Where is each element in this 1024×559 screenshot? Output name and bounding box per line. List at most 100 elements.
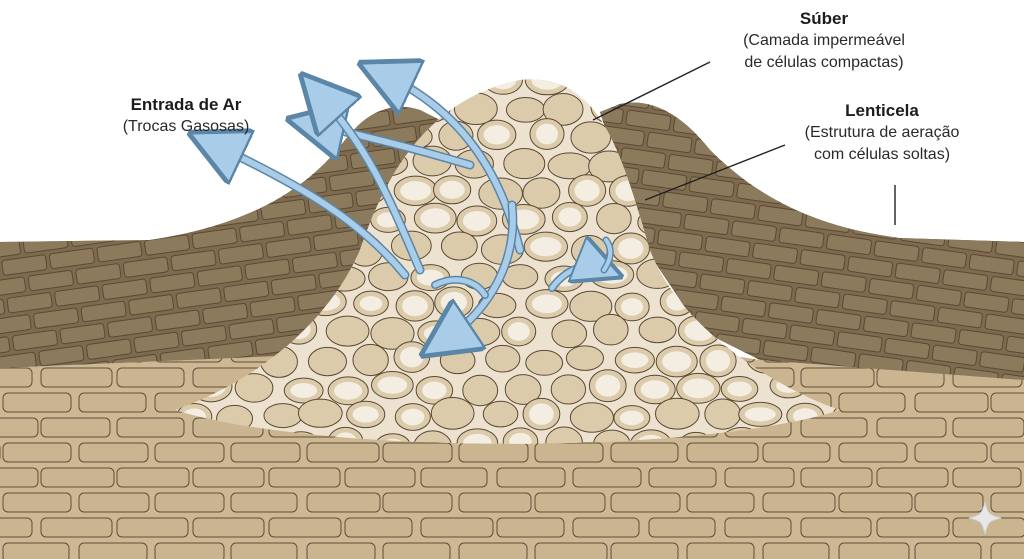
loose-cell-lumen bbox=[402, 295, 428, 317]
base-cell bbox=[230, 492, 298, 513]
cork-cell bbox=[894, 262, 941, 284]
base-cell bbox=[534, 542, 608, 559]
cork-cell bbox=[233, 183, 280, 205]
loose-cell bbox=[724, 94, 761, 123]
loose-cell bbox=[738, 401, 783, 427]
cork-cell bbox=[48, 247, 95, 270]
cork-cell bbox=[926, 209, 973, 231]
cork-cell bbox=[0, 314, 32, 336]
loose-cell bbox=[477, 119, 517, 151]
cork-cell bbox=[699, 273, 746, 295]
loose-cell-wall bbox=[702, 120, 741, 147]
loose-cell-lumen bbox=[359, 296, 383, 311]
base-cell bbox=[40, 367, 113, 388]
loose-cell-wall bbox=[503, 148, 546, 180]
loose-cell bbox=[434, 286, 474, 319]
cork-cell bbox=[133, 159, 180, 181]
cork-cell bbox=[186, 190, 233, 212]
loose-cell-wall bbox=[679, 96, 721, 125]
base-cell bbox=[610, 492, 681, 513]
cork-cell bbox=[662, 191, 709, 213]
base-cell bbox=[306, 442, 380, 463]
base-cell bbox=[2, 442, 72, 463]
cork-cell bbox=[170, 249, 217, 272]
loose-cell bbox=[792, 180, 829, 210]
cork-cell bbox=[699, 102, 746, 123]
loose-cell-wall bbox=[596, 202, 632, 235]
loose-cell-lumen bbox=[352, 406, 379, 423]
loose-cell-lumen bbox=[531, 294, 563, 314]
loose-cell bbox=[676, 372, 721, 404]
loose-cell bbox=[551, 319, 588, 349]
cork-cell bbox=[80, 300, 127, 323]
base-cell bbox=[534, 492, 606, 513]
loose-cell bbox=[219, 175, 255, 203]
cork-cell bbox=[287, 42, 333, 63]
cork-cell bbox=[657, 57, 703, 78]
cork-cell bbox=[75, 263, 122, 285]
loose-cell-lumen bbox=[441, 79, 471, 92]
cork-cell bbox=[27, 269, 74, 292]
loose-cell-lumen bbox=[705, 349, 731, 372]
base-cell bbox=[458, 442, 529, 463]
loose-cell bbox=[453, 92, 498, 126]
cork-cell bbox=[878, 202, 925, 225]
cork-cell bbox=[286, 214, 333, 236]
base-cell bbox=[78, 542, 148, 559]
cork-cell bbox=[223, 280, 270, 303]
loose-cell bbox=[485, 344, 521, 373]
base-cell bbox=[762, 542, 830, 559]
loose-cell-lumen bbox=[177, 179, 200, 200]
base-cell bbox=[838, 542, 910, 559]
loose-cell-wall bbox=[175, 79, 209, 93]
base-cell bbox=[952, 417, 1024, 438]
air-flow-arrows bbox=[215, 75, 610, 340]
cork-cell bbox=[530, 46, 576, 67]
cork-cell bbox=[810, 346, 857, 368]
loose-cell bbox=[702, 120, 741, 147]
base-cell bbox=[952, 467, 1022, 488]
cork-cell bbox=[107, 316, 153, 338]
loose-cell-wall bbox=[439, 346, 476, 375]
base-cell bbox=[458, 492, 532, 513]
loose-cell-lumen bbox=[463, 433, 492, 444]
base-cell bbox=[382, 542, 451, 559]
cork-cell bbox=[620, 147, 667, 169]
leader-lines bbox=[592, 61, 896, 225]
cork-cell bbox=[731, 220, 777, 242]
cork-cell bbox=[117, 218, 164, 241]
base-cell bbox=[2, 492, 72, 513]
loose-cell bbox=[699, 344, 737, 378]
leader-line-suber bbox=[592, 61, 711, 121]
cork-cell bbox=[33, 134, 79, 157]
cork-cell bbox=[931, 171, 978, 194]
loose-cell bbox=[346, 400, 386, 429]
loose-cell-wall bbox=[525, 349, 564, 376]
base-cell bbox=[876, 417, 947, 438]
loose-cell-wall bbox=[630, 429, 672, 444]
cork-cell bbox=[820, 271, 867, 293]
loose-cell-lumen bbox=[574, 179, 600, 202]
loose-cell-wall bbox=[550, 374, 587, 405]
cork-cell bbox=[984, 141, 1024, 163]
cork-cell bbox=[43, 210, 90, 232]
cork-cell bbox=[709, 198, 756, 220]
loose-cell-wall bbox=[542, 92, 584, 126]
base-cell bbox=[914, 442, 988, 463]
loose-cell-wall bbox=[435, 79, 477, 97]
cork-cell bbox=[477, 15, 523, 36]
cork-cell bbox=[435, 59, 481, 80]
base-cell bbox=[838, 442, 908, 463]
cork-cell bbox=[291, 252, 338, 274]
cork-cell bbox=[826, 233, 872, 256]
base-cell bbox=[40, 417, 111, 438]
loose-cell-wall bbox=[609, 79, 653, 97]
loose-cell bbox=[393, 341, 431, 373]
base-cell bbox=[40, 517, 113, 538]
loose-cell bbox=[569, 402, 614, 433]
base-cell bbox=[990, 542, 1024, 559]
loose-cell-wall bbox=[263, 403, 303, 429]
cork-cell bbox=[778, 227, 825, 249]
cork-cell bbox=[12, 329, 58, 351]
